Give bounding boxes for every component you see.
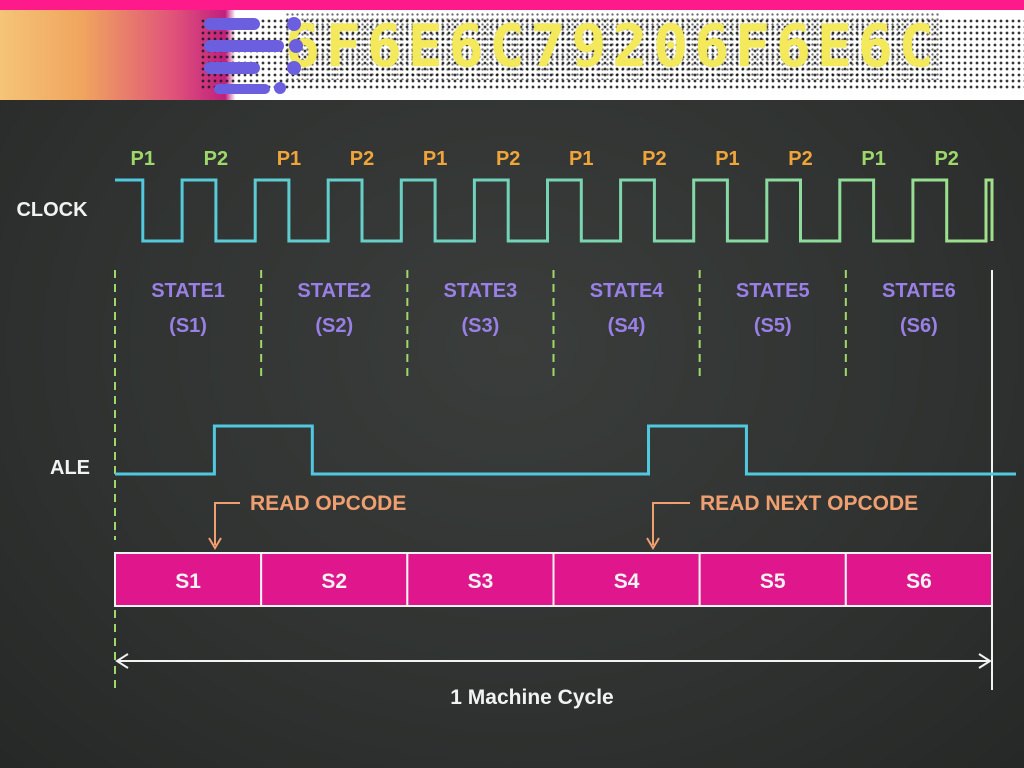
read-next-opcode-label: READ NEXT OPCODE [700, 492, 918, 515]
state-name: STATE1 [151, 280, 225, 302]
phase-label: P2 [204, 148, 228, 170]
read-opcode-label: READ OPCODE [250, 492, 406, 515]
phase-labels: P1 P2 P1 P2 P1 P2 P1 P2 P1 P2 P1 P2 [131, 148, 959, 170]
machine-cycle-label: 1 Machine Cycle [450, 686, 613, 709]
phase-label: P1 [423, 148, 447, 170]
logo-dot-2 [289, 39, 303, 53]
phase-label: P1 [715, 148, 739, 170]
read-next-opcode-annotation: READ NEXT OPCODE [646, 492, 918, 550]
state-name: STATE5 [736, 280, 810, 302]
logo-bar-bottom [214, 84, 270, 94]
state-code: (S4) [608, 315, 646, 337]
logo-dot-4 [274, 82, 286, 94]
cycle-state-label: S5 [760, 570, 786, 593]
header-banner: 6F6E6C79206F6E6C [0, 0, 1024, 100]
logo-bar-top [204, 18, 260, 30]
state-name: STATE6 [882, 280, 956, 302]
cycle-state-box [114, 552, 263, 607]
state-code: (S2) [315, 315, 353, 337]
banner-text: 6F6E6C79206F6E6C [285, 12, 940, 80]
clock-waveform [115, 178, 994, 243]
logo-bar-lower [204, 62, 260, 74]
phase-label: P1 [277, 148, 301, 170]
phase-label: P2 [350, 148, 374, 170]
phase-label: P2 [788, 148, 812, 170]
state-code: (S5) [754, 315, 792, 337]
cycle-state-label: S6 [906, 570, 932, 593]
brand-logo-icon [204, 17, 303, 94]
cycle-state-label: S1 [175, 570, 201, 593]
phase-label: P2 [496, 148, 520, 170]
logo-dot-1 [287, 17, 301, 31]
cycle-state-box [406, 552, 555, 607]
read-next-opcode-arrowhead-icon [646, 537, 660, 550]
cycle-state-box [844, 552, 993, 607]
state-name: STATE4 [590, 280, 665, 302]
cycle-state-label: S2 [321, 570, 347, 593]
cycle-right-arrowhead-icon [978, 653, 992, 669]
ale-waveform [115, 424, 1016, 476]
state-name: STATE3 [444, 280, 518, 302]
state-code: (S3) [462, 315, 500, 337]
ale-signal-label: ALE [50, 457, 90, 479]
read-opcode-annotation: READ OPCODE [208, 492, 406, 550]
state-dividers [114, 270, 993, 690]
logo-bar-middle [204, 40, 284, 52]
read-opcode-arrow-line [214, 502, 240, 545]
read-opcode-arrowhead-icon [208, 537, 222, 550]
machine-cycle-states: S1 S2 S3 S4 S5 S6 [114, 552, 993, 607]
state-code: (S1) [169, 315, 207, 337]
logo-dot-3 [287, 61, 301, 75]
read-next-opcode-arrow-line [652, 502, 690, 545]
phase-label: P2 [642, 148, 666, 170]
phase-label: P2 [934, 148, 958, 170]
state-labels: STATE1 (S1) STATE2 (S2) STATE3 (S3) STATE4 (S4)… [151, 280, 956, 337]
state-code: (S6) [900, 315, 938, 337]
phase-label: P1 [569, 148, 593, 170]
cycle-state-label: S4 [614, 570, 640, 593]
state-name: STATE2 [297, 280, 371, 302]
cycle-left-arrowhead-icon [115, 653, 129, 669]
phase-label: P1 [131, 148, 155, 170]
cycle-state-label: S3 [468, 570, 494, 593]
clock-signal-label: CLOCK [16, 199, 88, 221]
phase-label: P1 [861, 148, 885, 170]
top-accent-stripe [0, 0, 1024, 10]
machine-cycle-dimension: 1 Machine Cycle [114, 610, 993, 709]
cycle-state-box [260, 552, 409, 607]
